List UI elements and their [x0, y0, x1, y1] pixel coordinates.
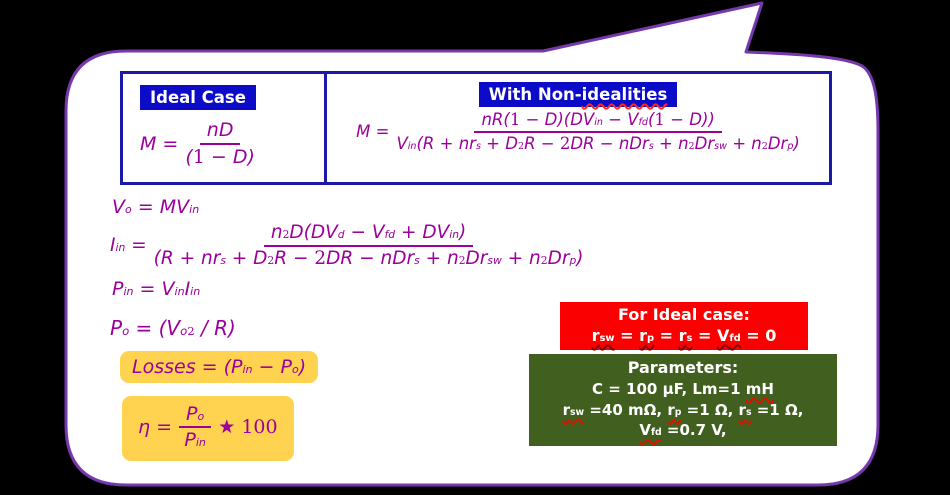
parameters-note-line-1: C = 100 μF, Lm=1 mH	[592, 380, 774, 399]
ideal-case-column: Ideal Case M = nD (1 − D)	[123, 74, 327, 182]
eq-input-current: Iin = n2D(DVd − Vfd + DVin) (R + nrs + D…	[110, 222, 583, 270]
eq-input-current-fraction: n2D(DVd − Vfd + DVin) (R + nrs + D2R − 2…	[154, 222, 584, 270]
losses-highlight: Losses = (Pin − Po)	[120, 351, 319, 383]
eq-efficiency-times-100: ★ 100	[218, 416, 278, 439]
eq-input-current-lhs: Iin =	[110, 235, 147, 257]
eq-losses-text: Losses = (Pin − Po)	[132, 356, 307, 378]
nonideal-header: With Non-idealities	[478, 82, 678, 108]
ideal-case-note-line: rsw = rp = rs = Vfd = 0	[591, 326, 777, 346]
ideal-gain-lhs: M =	[140, 132, 179, 155]
ideal-gain-formula: M = nD (1 − D)	[140, 119, 255, 168]
nonideal-gain-fraction: nR(1 − D)(DVin − Vfd(1 − D)) Vin(R + nrs…	[396, 110, 799, 153]
ideal-case-note-title: For Ideal case:	[618, 305, 750, 324]
parameters-note-title: Parameters:	[627, 358, 739, 377]
parameters-note-line-2: rsw =40 mΩ, rp =1 Ω, rs =1 Ω,	[562, 400, 804, 419]
eq-output-voltage: Vo = MVin	[112, 196, 199, 218]
ideal-gain-numerator: nD	[199, 119, 241, 145]
nonideal-header-misspelled-word: idealities	[581, 85, 668, 104]
formula-table: Ideal Case M = nD (1 − D) With Non-ideal…	[120, 71, 832, 185]
eq-efficiency-lhs: η =	[138, 416, 173, 439]
nonideal-gain-numerator: nR(1 − D)(DVin − Vfd(1 − D))	[474, 110, 722, 133]
efficiency-highlight: η = Po Pin ★ 100	[122, 396, 294, 461]
eq-input-current-denominator: (R + nrs + D2R − 2DR − nDrs + n2Drsw + n…	[153, 247, 584, 269]
eq-efficiency-numerator: Po	[179, 403, 212, 429]
ideal-case-header: Ideal Case	[140, 85, 256, 111]
nonideal-gain-lhs: M =	[356, 122, 390, 142]
eq-losses: Losses = (Pin − Po)	[132, 356, 306, 378]
ideal-case-note: For Ideal case: rsw = rp = rs = Vfd = 0	[560, 302, 808, 351]
eq-input-power: Pin = VinIin	[112, 278, 200, 300]
eq-input-current-numerator: n2D(DVd − Vfd + DVin)	[263, 222, 474, 247]
nonideal-gain-denominator: Vin(R + nrs + D2R − 2DR − nDrs + n2Drsw …	[396, 133, 800, 153]
eq-efficiency-denominator: Pin	[184, 429, 206, 452]
eq-output-voltage-text: Vo = MVin	[112, 196, 200, 218]
nonideal-header-prefix: With Non-	[488, 85, 582, 104]
nonideal-gain-formula: M = nR(1 − D)(DVin − Vfd(1 − D)) Vin(R +…	[356, 110, 800, 153]
parameters-note: Parameters: C = 100 μF, Lm=1 mH rsw =40 …	[529, 354, 837, 447]
eq-input-power-text: Pin = VinIin	[112, 278, 201, 300]
eq-output-power: Po = (Vo2 / R)	[110, 316, 236, 340]
ideal-gain-fraction: nD (1 − D)	[185, 119, 255, 168]
ideal-gain-denominator: (1 − D)	[185, 145, 255, 168]
eq-efficiency: η = Po Pin ★ 100	[138, 403, 278, 452]
parameters-note-line-3: Vfd =0.7 V,	[639, 421, 727, 440]
eq-efficiency-fraction: Po Pin	[179, 403, 212, 452]
nonideal-column: With Non-idealities M = nR(1 − D)(DVin −…	[327, 74, 829, 182]
eq-output-power-text: Po = (Vo2 / R)	[110, 316, 236, 340]
